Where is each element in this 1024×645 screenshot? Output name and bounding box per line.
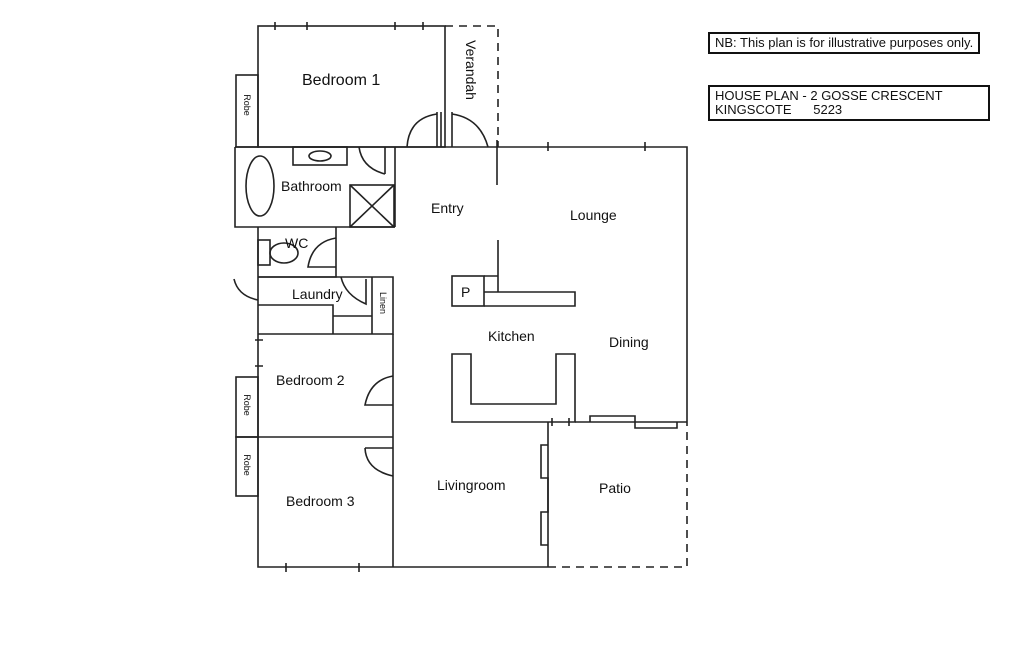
ceiling-ticks	[547, 142, 646, 151]
room-label-dining: Dining	[609, 334, 649, 350]
laundry-walls	[258, 276, 394, 335]
toilet-cistern	[257, 239, 271, 266]
pantry	[451, 275, 485, 307]
room-label-entry: Entry	[431, 200, 464, 216]
verandah-outline	[445, 25, 499, 147]
room-label-bedroom1: Bedroom 1	[302, 72, 381, 89]
bedroom-walls	[255, 334, 394, 572]
bedroom2-door	[364, 375, 394, 406]
room-label-pantry: P	[461, 284, 471, 300]
room-label-robe2: Robe	[242, 394, 252, 416]
kitchen-bench-top	[484, 240, 576, 307]
basin	[292, 146, 348, 166]
room-label-robe3: Robe	[242, 454, 252, 476]
south-wall	[551, 418, 687, 426]
room-label-linen: Linen	[378, 291, 388, 315]
patio-outline	[548, 422, 688, 568]
bath-tub	[245, 155, 275, 217]
room-label-robe1: Robe	[242, 94, 252, 116]
wc-door	[307, 237, 337, 268]
room-label-bedroom3: Bedroom 3	[286, 493, 355, 509]
room-label-patio: Patio	[599, 480, 631, 496]
room-label-laundry: Laundry	[292, 286, 343, 302]
room-label-kitchen: Kitchen	[488, 328, 535, 344]
toilet-bowl	[269, 242, 299, 264]
shower-cross	[349, 184, 395, 228]
disclaimer-note: NB: This plan is for illustrative purpos…	[708, 32, 981, 54]
house-outer-wall	[234, 140, 688, 568]
bedroom3-door	[364, 447, 394, 477]
bathroom-door	[358, 146, 396, 227]
room-label-wc: WC	[285, 235, 309, 251]
room-label-bathroom: Bathroom	[281, 178, 342, 194]
title-line2: KINGSCOTE 5223	[715, 102, 843, 117]
room-label-lounge: Lounge	[570, 207, 617, 223]
basin-bowl	[308, 150, 332, 162]
robe3-walls	[235, 436, 259, 497]
room-label-livingroom: Livingroom	[437, 477, 506, 493]
room-label-verandah: Verandah	[463, 40, 479, 100]
kitchen-bench-u	[451, 353, 576, 423]
title-line1: HOUSE PLAN - 2 GOSSE CRESCENT	[715, 88, 943, 103]
living-windows	[540, 444, 549, 546]
shower	[349, 184, 395, 228]
window-ticks	[274, 22, 424, 30]
laundry-door	[233, 276, 367, 306]
bedroom1-door	[406, 112, 489, 148]
room-label-bedroom2: Bedroom 2	[276, 372, 345, 388]
title-block: HOUSE PLAN - 2 GOSSE CRESCENT KINGSCOTE …	[708, 85, 990, 121]
disclaimer-text: NB: This plan is for illustrative purpos…	[715, 35, 974, 50]
dining-window	[589, 415, 678, 429]
